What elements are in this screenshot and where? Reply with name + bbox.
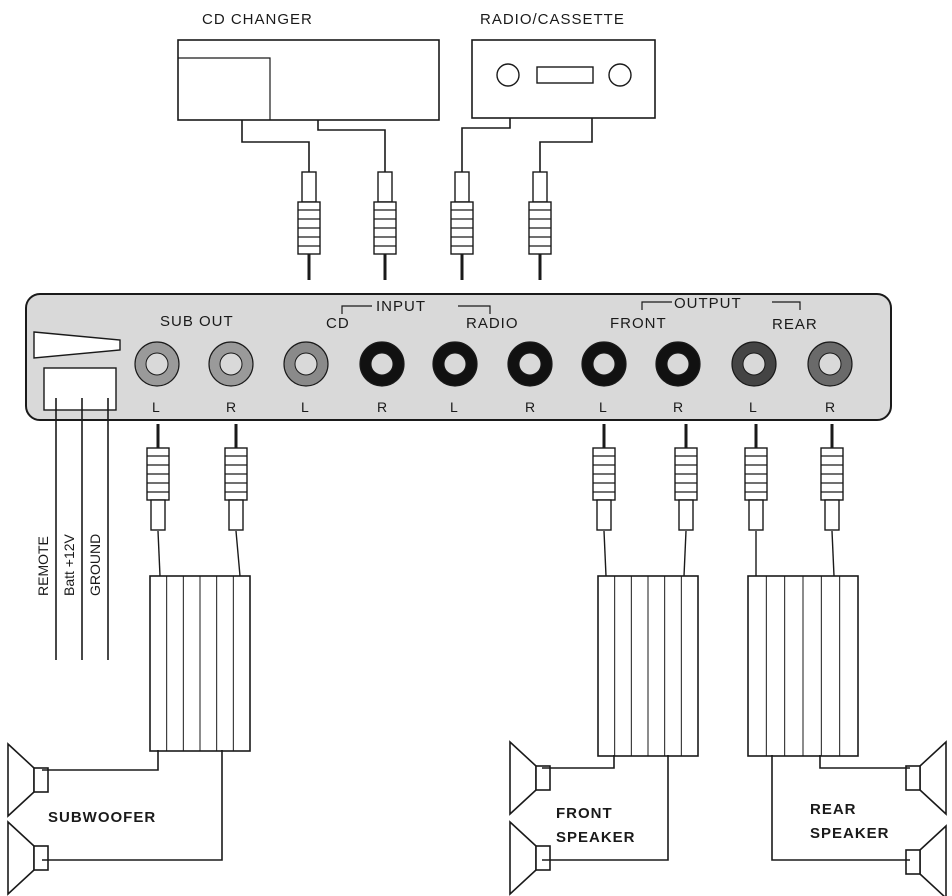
rca-jack-center	[219, 352, 243, 376]
input-rca-plug-4	[528, 171, 552, 280]
jack-channel-label: R	[673, 399, 683, 415]
input-bracket	[341, 305, 491, 314]
jack-channel-label: R	[226, 399, 236, 415]
amplifier-3	[747, 575, 859, 757]
rear-output-label: REAR	[772, 316, 818, 333]
front-output-label: FRONT	[610, 315, 667, 332]
jack-channel-label: R	[525, 399, 535, 415]
rear-speaker-1	[905, 740, 947, 816]
input-rca-plug-3	[450, 171, 474, 280]
jack-channel-label: R	[825, 399, 835, 415]
rear-speaker-label-2: SPEAKER	[810, 825, 890, 842]
rca-jack-center	[742, 352, 766, 376]
rca-jack-center	[294, 352, 318, 376]
rca-jack-center	[818, 352, 842, 376]
output-rca-plug-4	[674, 424, 698, 531]
cassette-reel-left	[496, 63, 520, 87]
front-speaker-1	[509, 740, 551, 816]
rca-jack-center	[592, 352, 616, 376]
jack-channel-label: L	[749, 399, 757, 415]
amplifier-1	[149, 575, 251, 752]
power-terminal-block	[43, 367, 117, 411]
output-rca-plug-6	[820, 424, 844, 531]
panel-indicator	[33, 331, 121, 359]
subwoofer-speaker-1	[7, 742, 49, 818]
jack-channel-label: L	[450, 399, 458, 415]
crossover-panel: INPUT OUTPUT SUB OUT CD RADIO FRONT REAR…	[25, 293, 892, 421]
jack-channel-label: R	[377, 399, 387, 415]
output-rca-plug-2	[224, 424, 248, 531]
subwoofer-label: SUBWOOFER	[48, 809, 156, 826]
input-rca-plug-2	[373, 171, 397, 280]
output-rca-plug-5	[744, 424, 768, 531]
remote-wire-label: REMOTE	[35, 536, 51, 596]
rca-jack-center	[666, 352, 690, 376]
rca-jack-center	[518, 352, 542, 376]
speakers	[7, 740, 947, 896]
front-speaker-label-2: SPEAKER	[556, 829, 636, 846]
ground-wire-label: GROUND	[87, 534, 103, 596]
rca-jack-center	[443, 352, 467, 376]
output-rca-plug-1	[146, 424, 170, 531]
input-group-label: INPUT	[376, 298, 426, 315]
input-rca-plugs	[297, 171, 552, 280]
cassette-reel-right	[608, 63, 632, 87]
radio-cassette-label: RADIO/CASSETTE	[480, 11, 625, 28]
rear-speaker-label-1: REAR	[810, 801, 857, 818]
jack-channel-label: L	[152, 399, 160, 415]
output-rca-plug-3	[592, 424, 616, 531]
amplifier-2	[597, 575, 699, 757]
output-rca-plugs	[146, 424, 844, 531]
radio-cassette-unit: RADIO/CASSETTE	[471, 11, 656, 119]
jack-channel-label: L	[301, 399, 309, 415]
front-speaker-2	[509, 820, 551, 896]
amplifiers	[149, 530, 859, 757]
subwoofer-speaker-2	[7, 820, 49, 896]
input-rca-plug-1	[297, 171, 321, 280]
rca-jack-center	[370, 352, 394, 376]
power-wires: REMOTE Batt +12V GROUND	[35, 398, 109, 660]
rear-speaker-2	[905, 824, 947, 896]
cd-changer-label: CD CHANGER	[202, 11, 313, 28]
rca-jack-center	[145, 352, 169, 376]
output-group-label: OUTPUT	[674, 295, 742, 312]
jack-channel-label: L	[599, 399, 607, 415]
front-speaker-label-1: FRONT	[556, 805, 613, 822]
batt-wire-label: Batt +12V	[61, 533, 77, 596]
cd-input-label: CD	[326, 315, 350, 332]
cassette-slot	[536, 66, 594, 84]
output-bracket	[641, 301, 801, 310]
sub-out-label: SUB OUT	[160, 313, 234, 330]
radio-input-label: RADIO	[466, 315, 519, 332]
cd-changer-unit: CD CHANGER	[177, 11, 440, 121]
